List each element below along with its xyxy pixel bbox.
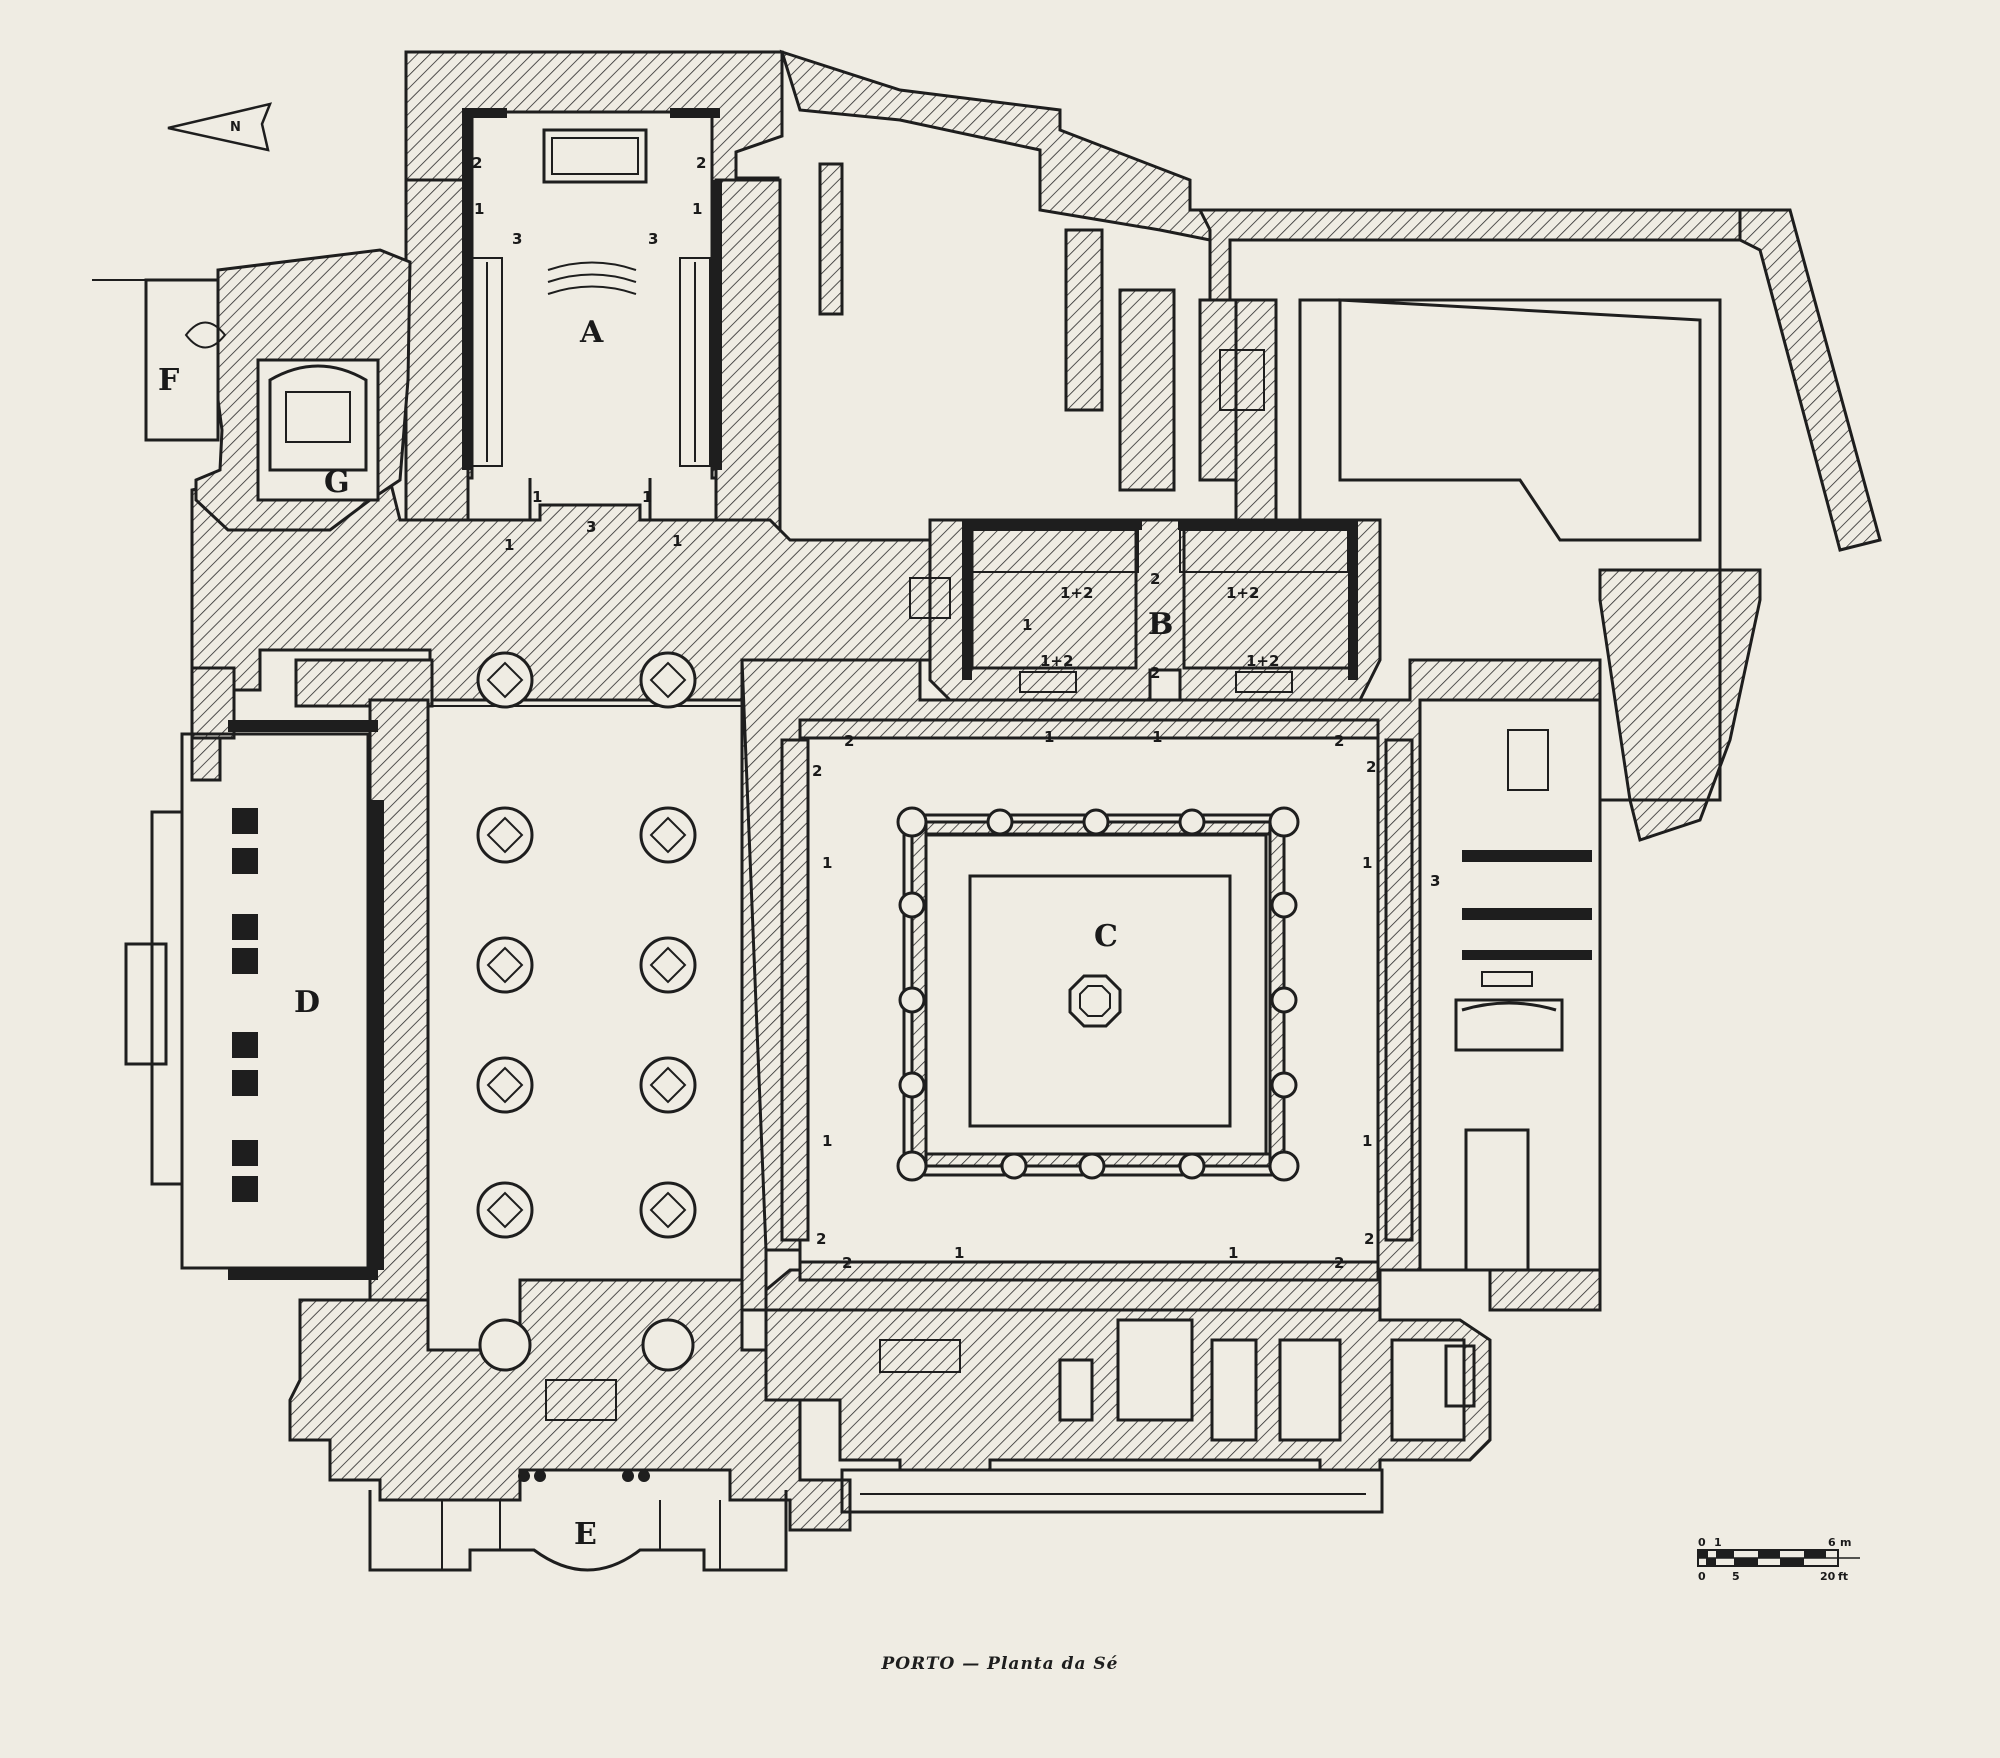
phase-label: 3 — [1430, 872, 1440, 890]
scale-tick-label: 20 — [1820, 1570, 1836, 1583]
phase-label: 1 — [1362, 1132, 1372, 1150]
phase-label: 1 — [822, 854, 832, 872]
phase-label: 1+2 — [1226, 584, 1259, 602]
phase-label: 2 — [842, 1254, 852, 1272]
phase-label: 1 — [1228, 1244, 1238, 1262]
phase-label: 3 — [512, 230, 522, 248]
east-rooms — [1454, 729, 1592, 1272]
phase-label: 1+2 — [1246, 652, 1279, 670]
phase-label: 2 — [1334, 732, 1344, 750]
phase-label: 2 — [696, 154, 706, 172]
phase-label: 1 — [692, 200, 702, 218]
room-letters: A B C D E F G — [158, 315, 1173, 1552]
scale-tick-label: m — [1840, 1536, 1851, 1549]
scale-tick-label: 6 — [1828, 1536, 1836, 1549]
phase-label: 2 — [844, 732, 854, 750]
phase-label: 1 — [642, 488, 652, 506]
scale-tick-label: 1 — [1714, 1536, 1722, 1549]
phase-label: 1 — [532, 488, 542, 506]
phase-label: 2 — [472, 154, 482, 172]
room-label-b: B — [1148, 607, 1173, 642]
room-label-e: E — [574, 1517, 597, 1552]
scale-tick-label: 0 — [1698, 1570, 1706, 1583]
north-arrow: N — [167, 102, 273, 152]
wing-a — [404, 50, 784, 546]
chapels-f-g — [92, 248, 412, 532]
phase-label: 2 — [1364, 1230, 1374, 1248]
scale-tick-label: 5 — [1732, 1570, 1740, 1583]
phase-label: 1 — [954, 1244, 964, 1262]
nave-columns — [476, 651, 697, 1372]
phase-label: 2 — [1150, 664, 1160, 682]
porch-e — [368, 1379, 788, 1572]
phase-label: 1 — [1022, 616, 1032, 634]
room-label-a: A — [579, 315, 604, 350]
upper-right-complex — [779, 49, 1882, 842]
phase-label: 1 — [1044, 728, 1054, 746]
scale-bar: 0 1 6 m 0 5 20 ft — [1697, 1536, 1860, 1583]
phase-numbers: 2 2 1 1 3 3 1 1 3 1 1 2 1+2 1+2 1 1+2 1+… — [472, 154, 1440, 1272]
room-label-c: C — [1094, 919, 1118, 954]
phase-label: 1 — [1152, 728, 1162, 746]
wing-b — [909, 518, 1382, 702]
scale-tick-label: 0 — [1698, 1536, 1706, 1549]
phase-label: 1 — [1362, 854, 1372, 872]
phase-label: 1 — [504, 536, 514, 554]
phase-label: 1+2 — [1040, 652, 1073, 670]
room-label-f: F — [158, 363, 179, 398]
south-range — [764, 1308, 1492, 1514]
scale-tick-label: ft — [1838, 1570, 1848, 1583]
cloister-piers — [896, 806, 1300, 1182]
room-label-d: D — [294, 985, 320, 1020]
phase-label: 2 — [812, 762, 822, 780]
room-label-g: G — [324, 465, 350, 500]
phase-label: 2 — [1366, 758, 1376, 776]
phase-label: 1 — [822, 1132, 832, 1150]
phase-label: 1 — [474, 200, 484, 218]
phase-label: 1+2 — [1060, 584, 1093, 602]
phase-label: 3 — [648, 230, 658, 248]
phase-label: 2 — [1150, 570, 1160, 588]
phase-label: 2 — [816, 1230, 826, 1248]
phase-label: 3 — [586, 518, 596, 536]
phase-label: 2 — [1334, 1254, 1344, 1272]
north-label: N — [230, 120, 241, 135]
phase-label: 1 — [672, 532, 682, 550]
plan-caption: PORTO — Planta da Sé — [881, 1654, 1119, 1674]
cloister — [740, 658, 1602, 1312]
